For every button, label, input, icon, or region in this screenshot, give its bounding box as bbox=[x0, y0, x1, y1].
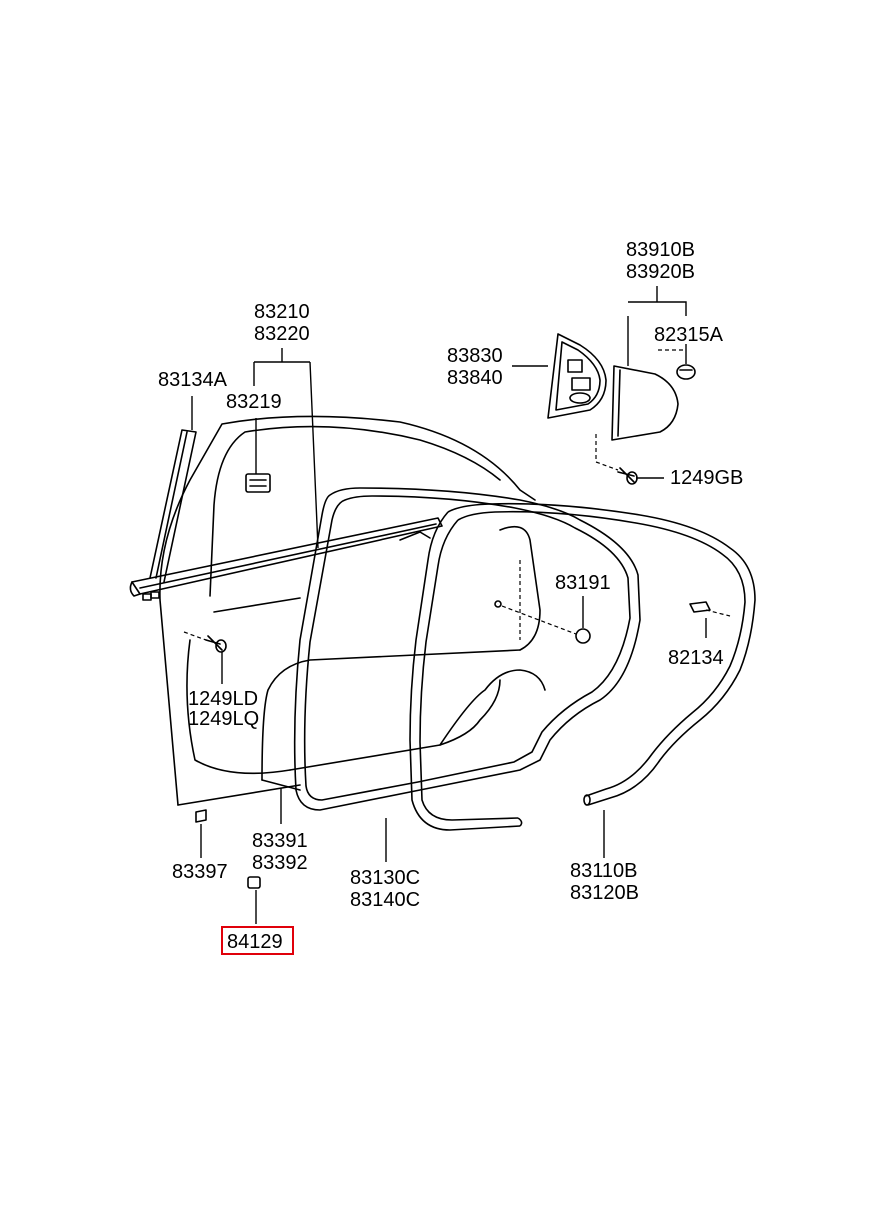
label-83910B: 83910B bbox=[626, 239, 695, 261]
label-82315A: 82315A bbox=[654, 324, 724, 346]
label-1249LD: 1249LD bbox=[188, 688, 258, 710]
label-83840: 83840 bbox=[447, 367, 503, 389]
label-83920B: 83920B bbox=[626, 261, 695, 283]
plug-84129 bbox=[247, 876, 261, 889]
label-83219: 83219 bbox=[226, 391, 282, 413]
label-1249GB: 1249GB bbox=[670, 467, 743, 489]
body-weatherstrip bbox=[409, 502, 756, 831]
label-83191: 83191 bbox=[555, 572, 611, 594]
label-83220: 83220 bbox=[254, 323, 310, 345]
clip-83397 bbox=[195, 809, 207, 823]
delta-cover bbox=[547, 333, 607, 419]
label-83140C: 83140C bbox=[350, 889, 420, 911]
label-83134A: 83134A bbox=[158, 369, 228, 391]
label-83130C: 83130C bbox=[350, 867, 420, 889]
screw-1249GB bbox=[617, 467, 638, 485]
grommet-83191 bbox=[494, 600, 591, 644]
glass-run-channel bbox=[149, 429, 197, 583]
fastener-82315A bbox=[676, 364, 696, 380]
label-83830: 83830 bbox=[447, 345, 503, 367]
leader-lines bbox=[183, 286, 731, 924]
rear-cover bbox=[611, 365, 679, 441]
door-weatherstrip bbox=[293, 487, 641, 811]
label-83210: 83210 bbox=[254, 301, 310, 323]
label-1249LQ: 1249LQ bbox=[188, 708, 259, 730]
label-83110B: 83110B bbox=[570, 860, 637, 882]
label-83397: 83397 bbox=[172, 861, 228, 883]
label-84129[interactable]: 84129 bbox=[227, 931, 283, 953]
screw-1249LD bbox=[205, 635, 227, 653]
label-83392: 83392 bbox=[252, 852, 308, 874]
belt-moulding bbox=[129, 517, 443, 601]
label-83120B: 83120B bbox=[570, 882, 639, 904]
label-83391: 83391 bbox=[252, 830, 308, 852]
clip-82134 bbox=[689, 601, 711, 613]
label-82134: 82134 bbox=[668, 647, 724, 669]
part-labels: 83910B 83920B 82315A 83830 83840 83210 8… bbox=[158, 239, 743, 955]
door-shell bbox=[159, 415, 536, 806]
clip-83219 bbox=[245, 473, 271, 493]
highlight-box-84129 bbox=[221, 926, 294, 955]
